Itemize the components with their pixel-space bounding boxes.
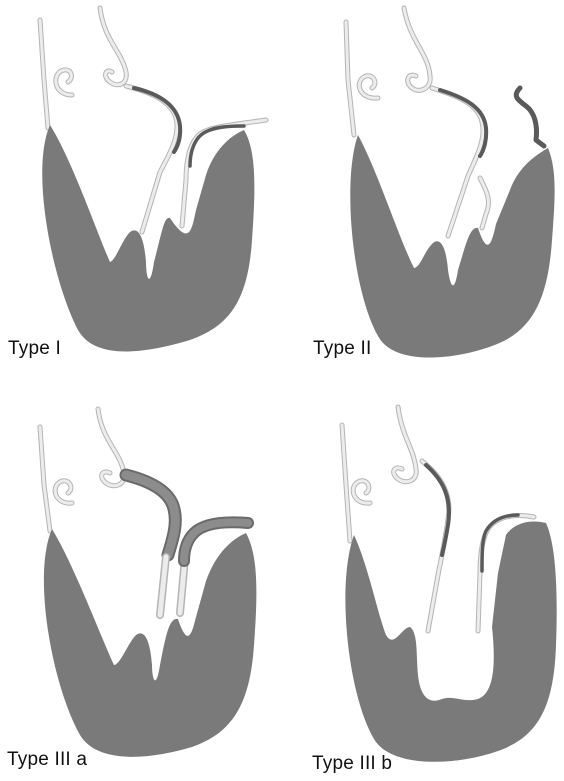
panel-label: Type I xyxy=(8,338,61,360)
prolapsed-leaflet xyxy=(516,88,544,146)
ventricle xyxy=(350,135,554,358)
ventricle xyxy=(44,529,256,757)
panel-label: Type II xyxy=(313,338,371,360)
heart-diagram-type-i xyxy=(0,0,282,380)
panel-type-iiib: Type III b xyxy=(282,395,564,781)
heart-diagram-type-iiib xyxy=(282,395,564,781)
panel-label: Type III b xyxy=(312,753,392,775)
panel-type-ii: Type II xyxy=(282,0,564,380)
central-strand xyxy=(394,407,417,482)
panel-type-iiia: Type III a xyxy=(0,395,282,781)
heart-diagram-type-iiia xyxy=(0,395,282,781)
heart-diagram-type-ii xyxy=(282,0,564,380)
ventricle xyxy=(42,125,254,352)
dilated-ventricle xyxy=(345,522,556,762)
panel-label: Type III a xyxy=(7,749,87,771)
anterior-leaflet xyxy=(426,465,449,555)
panel-type-i: Type I xyxy=(0,0,282,380)
